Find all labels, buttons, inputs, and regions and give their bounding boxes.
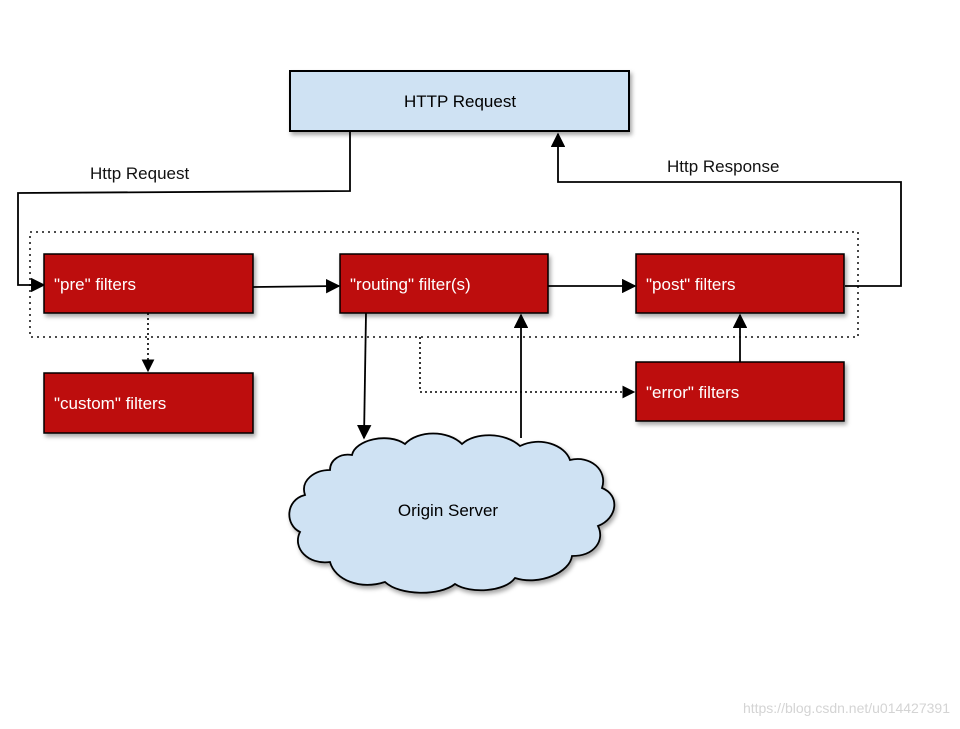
request-edge-label: Http Request — [90, 164, 189, 183]
request-edge — [17, 131, 351, 293]
routing-filters-label: "routing" filter(s) — [350, 275, 471, 294]
pre-filters-node: "pre" filters — [43, 253, 254, 314]
http-request-node: HTTP Request — [289, 70, 630, 132]
error-filters-node: "error" filters — [635, 361, 845, 422]
cloud-shape — [288, 432, 616, 594]
pre-to-routing-edge — [252, 278, 341, 294]
pre-filters-label: "pre" filters — [54, 275, 136, 294]
response-edge — [550, 132, 902, 287]
chain-to-error-edge — [419, 337, 636, 399]
response-edge-label: Http Response — [667, 157, 779, 176]
origin-server-label: Origin Server — [398, 501, 498, 520]
http-request-label: HTTP Request — [404, 92, 516, 111]
post-filters-label: "post" filters — [646, 275, 736, 294]
post-filters-node: "post" filters — [635, 253, 845, 314]
custom-filters-label: "custom" filters — [54, 394, 166, 413]
watermark: https://blog.csdn.net/u014427391 — [742, 700, 950, 716]
custom-filters-node: "custom" filters — [43, 372, 254, 434]
error-filters-label: "error" filters — [646, 383, 739, 402]
origin-server-node — [288, 432, 616, 594]
routing-to-origin-edge — [357, 312, 372, 440]
routing-filters-node: "routing" filter(s) — [339, 253, 549, 314]
